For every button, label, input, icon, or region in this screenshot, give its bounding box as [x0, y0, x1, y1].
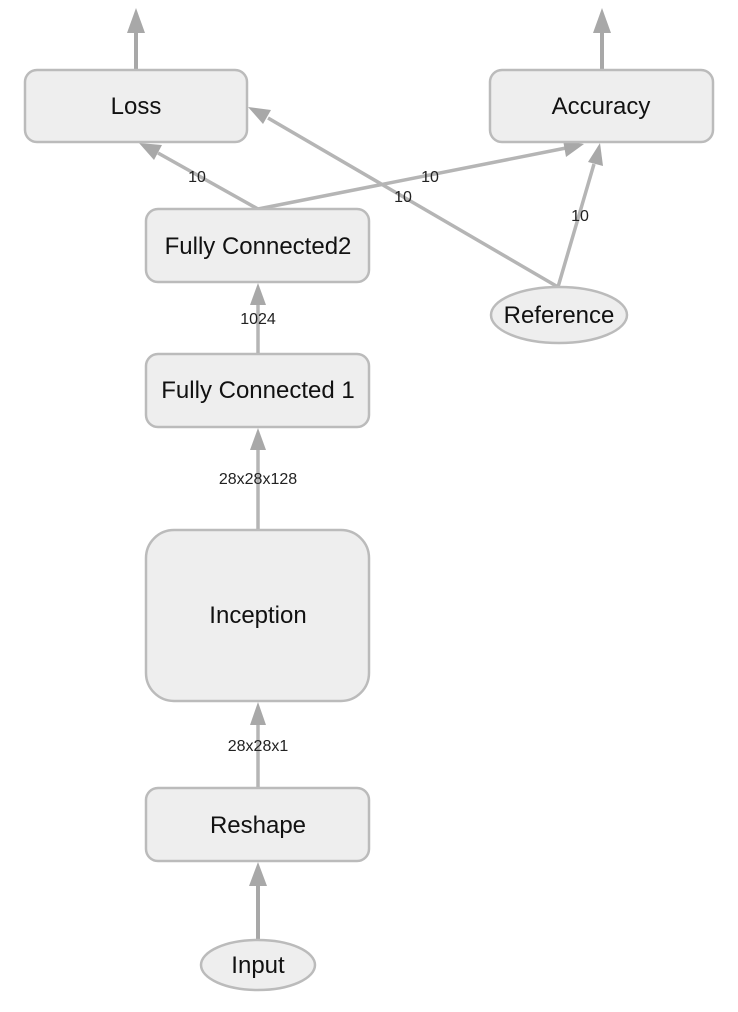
edge-label-reference-to-accuracy: 10	[571, 208, 589, 225]
edge-reference-to-loss	[248, 107, 559, 289]
node-fully-connected-1[interactable]: Fully Connected 1	[144, 352, 371, 429]
edge-reference-to-accuracy	[556, 143, 603, 288]
edge-label-reference-to-loss: 10	[394, 189, 412, 206]
edge-label-inception-to-fc1: 28x28x128	[219, 471, 297, 488]
edge-fc1-to-fc2	[250, 283, 266, 354]
node-fully-connected-1-label: Fully Connected 1	[161, 377, 354, 404]
edge-label-reshape-to-inception: 28x28x1	[228, 738, 289, 755]
node-reshape[interactable]: Reshape	[144, 786, 371, 863]
node-input[interactable]: Input	[199, 938, 317, 992]
node-inception[interactable]: Inception	[144, 528, 371, 703]
edge-reshape-to-inception	[250, 702, 266, 788]
edge-label-fc2-to-loss: 10	[188, 169, 206, 186]
node-reshape-label: Reshape	[210, 812, 306, 839]
accuracy-output-edge	[593, 8, 611, 70]
edge-fc2-to-loss	[139, 143, 259, 211]
node-loss[interactable]: Loss	[23, 68, 249, 144]
node-accuracy[interactable]: Accuracy	[488, 68, 715, 144]
edge-label-fc1-to-fc2: 1024	[240, 311, 276, 328]
node-input-label: Input	[231, 952, 285, 979]
loss-output-edge	[127, 8, 145, 70]
edge-input-to-reshape	[249, 862, 267, 940]
edge-inception-to-fc1	[250, 428, 266, 530]
node-fully-connected-2-label: Fully Connected2	[165, 233, 352, 260]
node-fully-connected-2[interactable]: Fully Connected2	[144, 207, 371, 284]
edge-fc2-to-accuracy	[257, 140, 584, 211]
node-accuracy-label: Accuracy	[552, 93, 651, 120]
node-loss-label: Loss	[111, 93, 162, 120]
node-reference-label: Reference	[504, 302, 615, 329]
node-reference[interactable]: Reference	[489, 285, 629, 345]
node-inception-label: Inception	[209, 602, 306, 629]
edge-label-fc2-to-accuracy: 10	[421, 169, 439, 186]
